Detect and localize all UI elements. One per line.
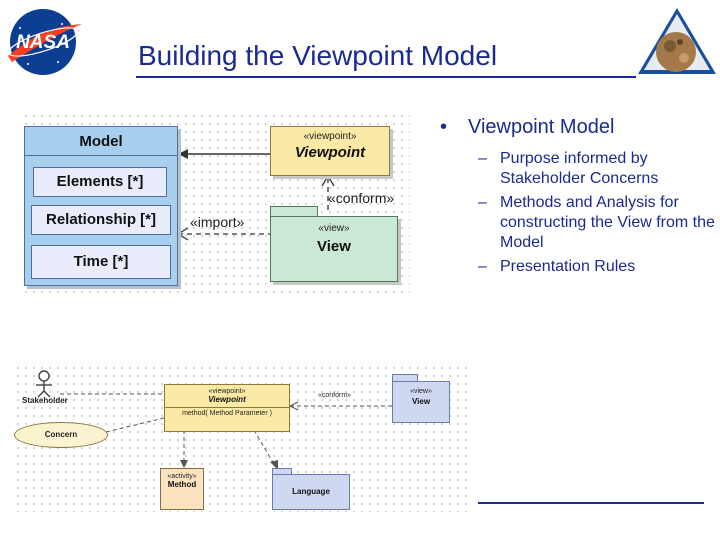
mission-triangle-logo	[638, 8, 716, 74]
title-underline	[136, 76, 636, 78]
method-activity[interactable]: «activity» Method	[160, 468, 204, 510]
association-arrowhead	[178, 149, 188, 159]
conform-arrowhead	[321, 174, 335, 187]
concern-usecase[interactable]: Concern	[14, 422, 108, 448]
sub-bullet: –Purpose informed by Stakeholder Concern…	[478, 149, 720, 189]
dash-icon: –	[478, 194, 487, 211]
viewpoint-name: Viewpoint	[294, 144, 366, 161]
bullet-main-text: Viewpoint Model	[468, 116, 615, 138]
language-label: Language	[292, 487, 330, 496]
viewpoint-class-bottom[interactable]: «viewpoint» Viewpoint method( Method Par…	[164, 384, 290, 432]
top-diagram-connectors	[176, 149, 335, 241]
sub-bullet-text: Purpose informed by Stakeholder Concerns	[500, 150, 659, 187]
sub-bullet: –Presentation Rules	[478, 257, 720, 277]
view-stereotype: «view»	[410, 388, 432, 395]
slide-title: Building the Viewpoint Model	[138, 40, 498, 71]
sub-bullet-text: Presentation Rules	[500, 258, 636, 275]
view-name: View	[317, 238, 351, 255]
dash-icon: –	[478, 258, 487, 275]
viewpoint-stereotype: «viewpoint»	[208, 388, 246, 395]
view-package-tab	[270, 206, 318, 217]
language-arrowhead	[270, 460, 278, 470]
conform-label: «conform»	[318, 392, 352, 399]
concern-label: Concern	[44, 430, 78, 439]
activity-stereotype: «activity»	[167, 473, 197, 480]
nasa-logo-text: NASA	[16, 32, 70, 53]
stakeholder-label: Stakeholder	[22, 396, 68, 405]
top-diagram: Model Elements [*] Relationship [*] Time…	[22, 112, 410, 294]
sub-bullet: –Methods and Analysis for constructing t…	[478, 193, 720, 253]
viewpoint-method: method( Method Parameter )	[182, 410, 272, 417]
bottom-diagram-connectors	[36, 370, 392, 470]
bullet-dot-icon: •	[440, 116, 448, 138]
view-package-bottom[interactable]: «view» View	[392, 381, 450, 423]
dash-icon: –	[478, 150, 487, 167]
language-link	[253, 429, 275, 465]
view-package[interactable]: «view» View	[270, 216, 398, 282]
method-arrowhead	[180, 460, 188, 468]
sub-bullet-text: Methods and Analysis for constructing th…	[500, 194, 715, 251]
concern-link	[105, 417, 165, 433]
viewpoint-stereotype: «viewpoint»	[303, 131, 357, 142]
view-stereotype: «view»	[318, 223, 350, 234]
view-name: View	[411, 397, 431, 406]
language-tab	[272, 468, 292, 475]
nasa-logo: NASA	[8, 9, 82, 75]
conform-label: «conform»	[328, 190, 395, 206]
viewpoint-name: Viewpoint	[208, 395, 246, 404]
model-class[interactable]: Model Elements [*] Relationship [*] Time…	[24, 126, 178, 286]
model-item-elements[interactable]: Elements [*]	[33, 167, 167, 197]
bullet-list: • Viewpoint Model –Purpose informed by S…	[440, 116, 720, 281]
activity-name: Method	[167, 480, 197, 489]
model-item-time[interactable]: Time [*]	[31, 245, 171, 279]
bottom-diagram: Stakeholder Concern «viewpoint» Viewpoin…	[14, 364, 472, 512]
import-arrowhead	[176, 227, 189, 241]
language-package[interactable]: Language	[272, 474, 350, 510]
bottom-rule	[478, 502, 704, 504]
import-label: «import»	[190, 214, 245, 230]
bullet-main: • Viewpoint Model	[440, 116, 720, 139]
viewpoint-class[interactable]: «viewpoint» Viewpoint	[270, 126, 390, 176]
stakeholder-actor-icon	[36, 370, 52, 398]
sub-bullet-list: –Purpose informed by Stakeholder Concern…	[478, 149, 720, 277]
model-item-relationship[interactable]: Relationship [*]	[31, 205, 171, 235]
view-package-tab-bottom	[392, 374, 418, 382]
model-header: Model	[79, 133, 123, 150]
conform-arrowhead	[288, 401, 299, 411]
